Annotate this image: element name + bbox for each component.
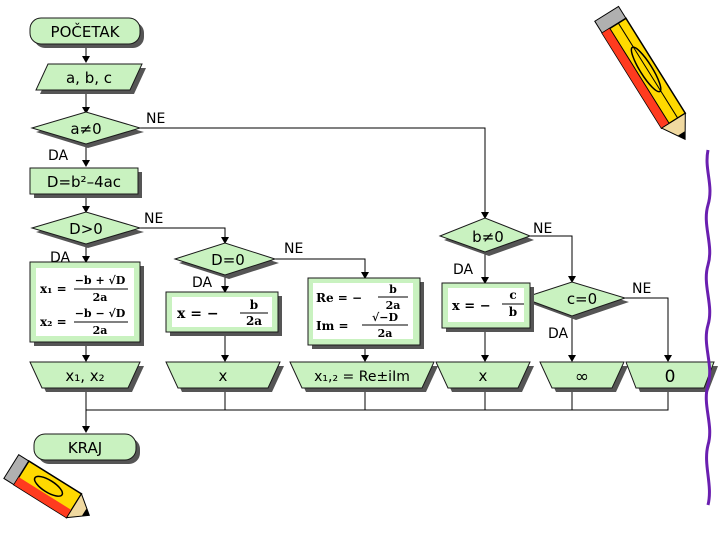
input-label: a, b, c (66, 69, 112, 87)
output-zero: 0 (625, 361, 718, 392)
formula-re-den: 2a (386, 299, 401, 312)
output-zero-label: 0 (665, 367, 676, 387)
formula-re-lhs: Re = − (316, 291, 362, 305)
start-terminal: POČETAK (29, 17, 144, 48)
formula-double-root-box: x = − b 2a (165, 291, 282, 336)
pencil-icon (3, 454, 91, 519)
decision-d-positive: D>0 (30, 211, 144, 248)
decision-b-nonzero: b≠0 (438, 217, 534, 256)
start-label: POČETAK (51, 22, 121, 41)
formula-x1-lhs: x₁ = (40, 282, 67, 296)
output-infinite: ∞ (539, 361, 628, 392)
output-infinite-label: ∞ (575, 367, 589, 387)
output-complex-label: x₁,₂ = Re±iIm (314, 369, 410, 385)
formula-x1-num: −b + √D (75, 274, 126, 287)
wavy-border (704, 149, 712, 506)
no-label: NE (284, 241, 303, 257)
discriminant-process: D=b²–4ac (29, 167, 142, 198)
end-terminal: KRAJ (33, 433, 140, 464)
decision-b-label: b≠0 (472, 228, 504, 246)
pencil-icon (594, 5, 687, 141)
output-roots: x₁, x₂ (29, 361, 144, 392)
no-label: NE (632, 281, 651, 297)
decision-c-zero: c=0 (521, 281, 629, 320)
formula-complex-box: Re = − b 2a Im = √−D 2a (307, 277, 424, 349)
yes-label: DA (48, 148, 69, 164)
output-linear: x (435, 361, 534, 392)
discriminant-label: D=b²–4ac (47, 173, 121, 191)
end-label: KRAJ (68, 439, 102, 457)
no-label: NE (146, 111, 165, 127)
decision-d-positive-label: D>0 (69, 220, 103, 238)
yes-label: DA (453, 262, 474, 278)
formula-x1-den: 2a (93, 291, 108, 304)
formula-im-lhs: Im = (316, 319, 349, 333)
decision-a-label: a≠0 (70, 120, 101, 138)
formula-x2-num: −b − √D (75, 307, 126, 320)
formula-roots-box: x₁ = −b + √D 2a x₂ = −b − √D 2a (29, 261, 144, 346)
decision-d-zero-label: D=0 (211, 251, 245, 269)
input-parallelogram: a, b, c (35, 63, 146, 94)
formula-linear-num: c (509, 288, 516, 302)
formula-im-den: 2a (378, 327, 393, 340)
yes-label: DA (192, 275, 213, 291)
output-double-root: x (165, 361, 284, 392)
formula-linear-den: b (509, 305, 517, 319)
formula-x-den: 2a (246, 314, 262, 328)
output-complex: x₁,₂ = Re±iIm (289, 361, 438, 392)
formula-re-num: b (389, 283, 397, 296)
formula-x2-den: 2a (93, 324, 108, 337)
formula-linear-lhs: x = − (452, 299, 491, 314)
output-roots-label: x₁, x₂ (65, 367, 104, 385)
output-linear-label: x (479, 367, 488, 385)
yes-label: DA (548, 326, 569, 342)
decision-d-zero: D=0 (173, 242, 279, 279)
no-label: NE (533, 221, 552, 237)
formula-linear-box: x = − c b (441, 282, 534, 332)
output-double-root-label: x (219, 367, 228, 385)
formula-im-num: √−D (372, 311, 398, 324)
decision-a-nonzero: a≠0 (30, 111, 144, 148)
formula-x-lhs: x = − (177, 306, 219, 322)
decision-c-label: c=0 (567, 290, 597, 308)
no-label: NE (144, 211, 163, 227)
formula-x2-lhs: x₂ = (40, 315, 67, 329)
formula-x-num: b (250, 298, 258, 312)
